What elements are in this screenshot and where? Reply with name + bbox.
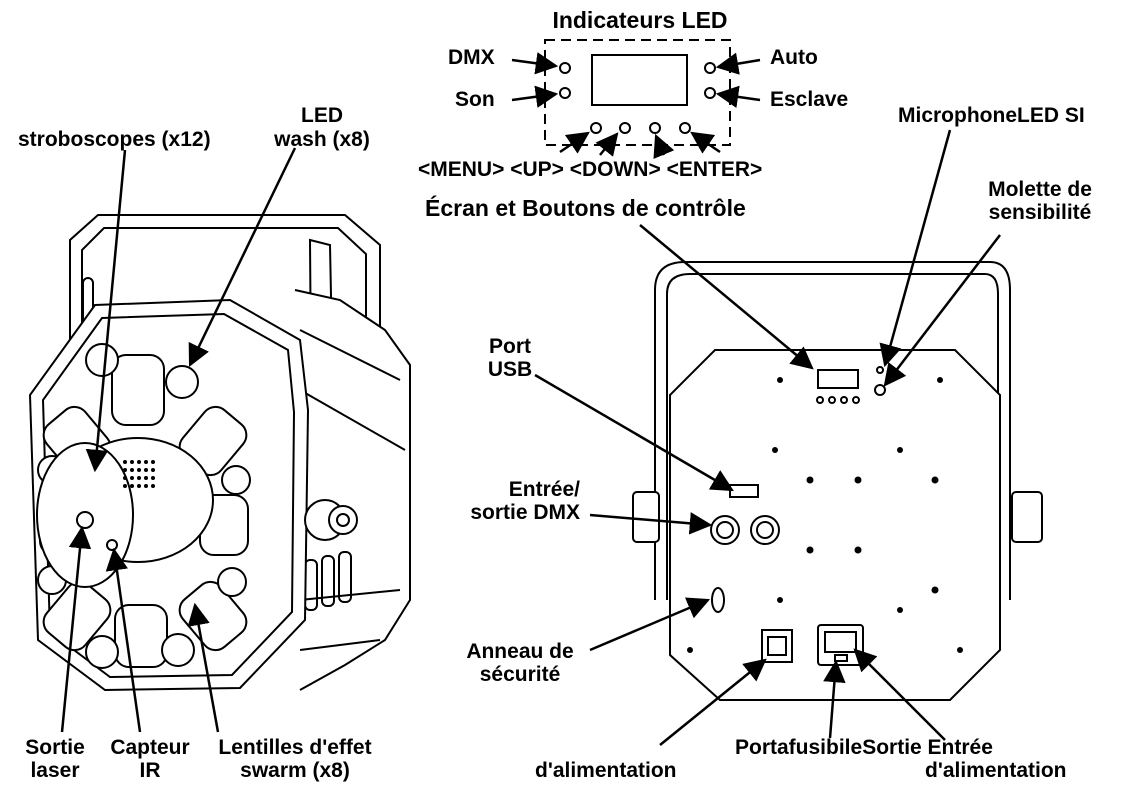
label-button-row: <MENU> <UP> <DOWN> <ENTER> [418, 158, 763, 181]
rear-xlr-out [750, 515, 780, 545]
label-usb-line2: USB [487, 358, 533, 381]
front-body-side [294, 289, 411, 691]
control-panel-inset [544, 39, 731, 146]
label-screen-buttons: Écran et Boutons de contrôle [425, 195, 746, 221]
arrow-microphone [879, 129, 952, 368]
arrow-power-in [853, 648, 946, 741]
arrow-fuse [823, 659, 846, 739]
rear-yoke [654, 261, 1011, 600]
rear-plate [669, 349, 1001, 701]
label-laser-line2: laser [30, 759, 80, 782]
label-laser-line1: Sortie [25, 736, 85, 759]
arrow-safety-ring [589, 597, 711, 652]
label-son: Son [455, 88, 495, 111]
arrow-dmx-io [589, 512, 713, 535]
label-lenses-line1: Lentilles d'effet [218, 736, 372, 759]
label-power-in: d'alimentation [925, 759, 1067, 782]
label-safety-ring-line2: sécurité [479, 663, 561, 686]
arrow-sortie-laser [60, 525, 92, 733]
label-led-indicators: Indicateurs LED [552, 7, 728, 33]
label-stroboscopes: stroboscopes (x12) [18, 128, 211, 151]
label-ir-line1: Capteur [110, 736, 190, 759]
label-ir-line2: IR [139, 759, 161, 782]
label-dmx-io-line1: Entrée/ [508, 478, 580, 501]
rear-screws [687, 377, 963, 653]
label-dmx: DMX [448, 46, 495, 69]
label-led-wash-line1: LED [301, 104, 343, 127]
label-safety-ring-line1: Anneau de [466, 640, 574, 663]
label-sensitivity-line2: sensibilité [988, 201, 1092, 224]
arrow-led-wash [188, 147, 297, 368]
rear-safety-ring [711, 587, 725, 613]
arrow-usb [534, 373, 734, 492]
label-auto: Auto [770, 46, 818, 69]
rear-fixture [632, 261, 1043, 701]
callout-arrows [60, 129, 1001, 746]
arrow-capteur-ir [105, 547, 142, 733]
front-hanging-bracket [69, 214, 381, 340]
label-usb-line1: Port [489, 335, 531, 358]
arrow-power-out [659, 658, 767, 746]
front-fixture [28, 214, 411, 692]
arrow-screen-buttons [639, 224, 814, 370]
label-led-wash-line2: wash (x8) [274, 128, 370, 151]
rear-xlr-in [710, 515, 740, 545]
arrow-sensitivity [883, 234, 1001, 387]
rear-power-out [761, 629, 793, 663]
rear-display [817, 369, 859, 389]
rear-right-knob [1011, 491, 1043, 543]
label-sensitivity-line1: Molette de [988, 178, 1092, 201]
label-fuse-power: PortafusibileSortie Entrée [735, 736, 993, 759]
label-lenses-line2: swarm (x8) [240, 759, 350, 782]
inset-display [591, 54, 688, 106]
label-esclave: Esclave [770, 88, 849, 111]
swarm-lenses [39, 354, 249, 668]
arrow-lentilles [187, 602, 220, 733]
strobe-dots [123, 460, 155, 488]
inset-arrows [511, 52, 761, 160]
label-dmx-io-line2: sortie DMX [470, 501, 580, 524]
label-power-out: d'alimentation [535, 759, 677, 782]
label-microphone: MicrophoneLED SI [898, 104, 1085, 127]
rear-left-knob [632, 491, 660, 543]
arrow-stroboscopes [85, 149, 127, 473]
